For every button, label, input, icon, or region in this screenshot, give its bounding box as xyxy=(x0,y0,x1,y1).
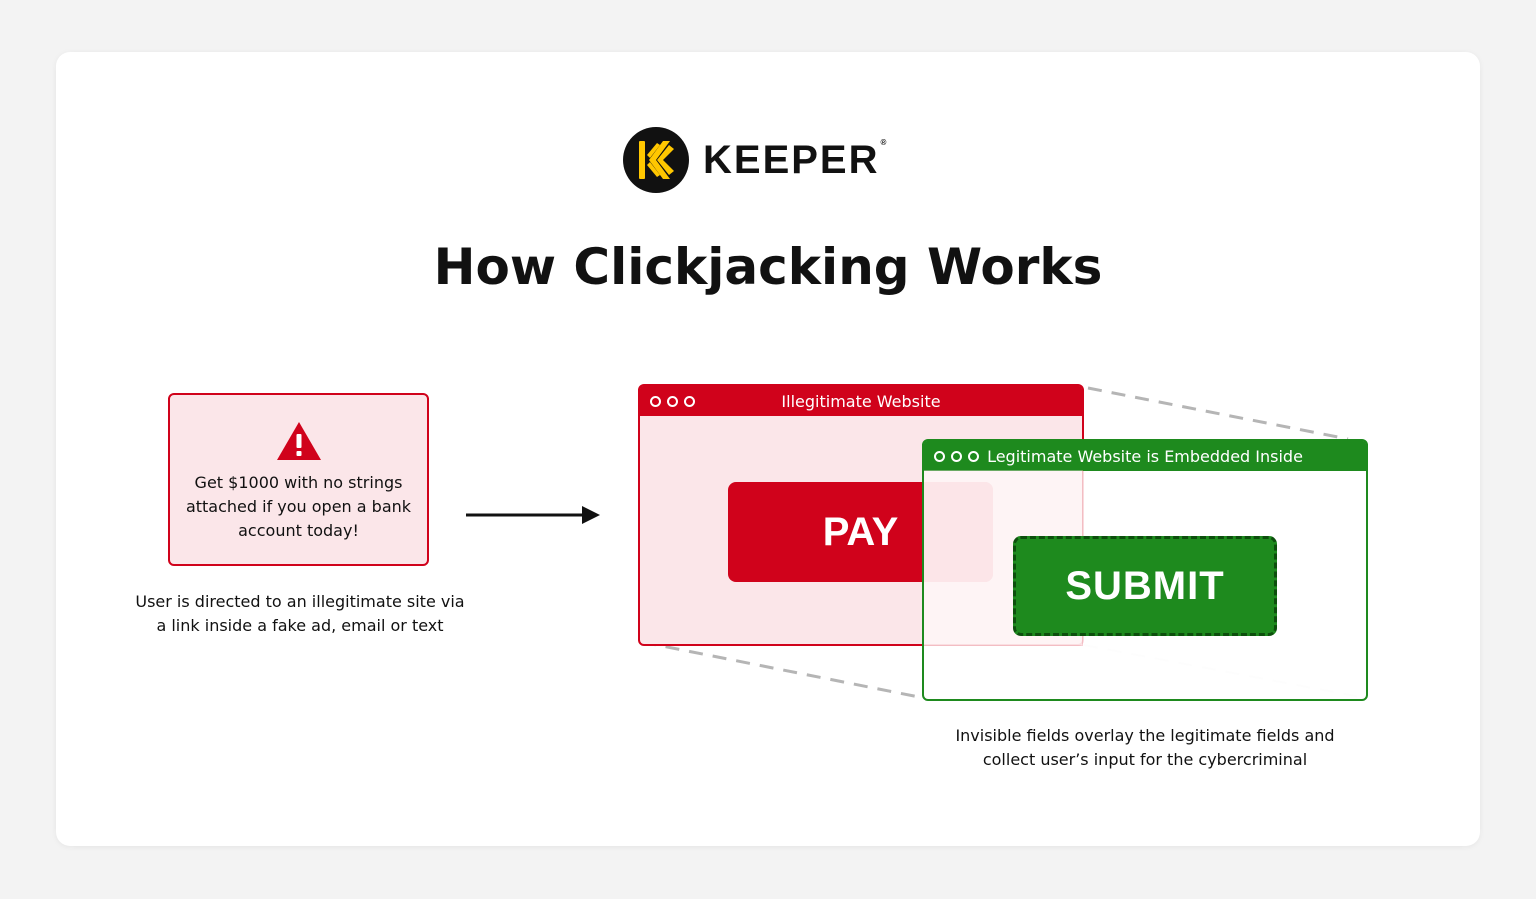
fake-ad-text: Get $1000 with no strings attached if yo… xyxy=(185,473,412,540)
warning-triangle-icon xyxy=(276,422,321,460)
legitimate-titlebar: Legitimate Website is Embedded Inside xyxy=(924,441,1366,471)
window-controls xyxy=(650,395,695,407)
window-dot-icon xyxy=(667,395,678,407)
window-dot-icon xyxy=(650,395,661,407)
registered-mark: ® xyxy=(880,137,889,147)
logo-wordmark: KEEPER® xyxy=(703,137,889,182)
window-controls xyxy=(934,450,979,462)
page-title: How Clickjacking Works xyxy=(433,238,1103,296)
keeper-logo: KEEPER® xyxy=(623,126,923,194)
submit-button[interactable]: SUBMIT xyxy=(1013,536,1277,636)
keeper-logo-icon xyxy=(623,127,689,193)
caption-right: Invisible fields overlay the legitimate … xyxy=(955,726,1335,769)
legitimate-website-window: Legitimate Website is Embedded Inside xyxy=(922,439,1368,701)
pay-button-overlap xyxy=(924,482,993,582)
caption-left: User is directed to an illegitimate site… xyxy=(135,592,465,635)
arrow-right-icon xyxy=(466,506,600,524)
legitimate-window-title: Legitimate Website is Embedded Inside xyxy=(987,446,1303,466)
window-dot-icon xyxy=(934,450,945,462)
window-dot-icon xyxy=(968,450,979,462)
fake-ad-card: Get $1000 with no strings attached if yo… xyxy=(168,393,429,566)
illegitimate-window-title: Illegitimate Website xyxy=(781,391,941,411)
illegitimate-titlebar: Illegitimate Website xyxy=(640,386,1082,416)
window-dot-icon xyxy=(951,450,962,462)
window-dot-icon xyxy=(684,395,695,407)
